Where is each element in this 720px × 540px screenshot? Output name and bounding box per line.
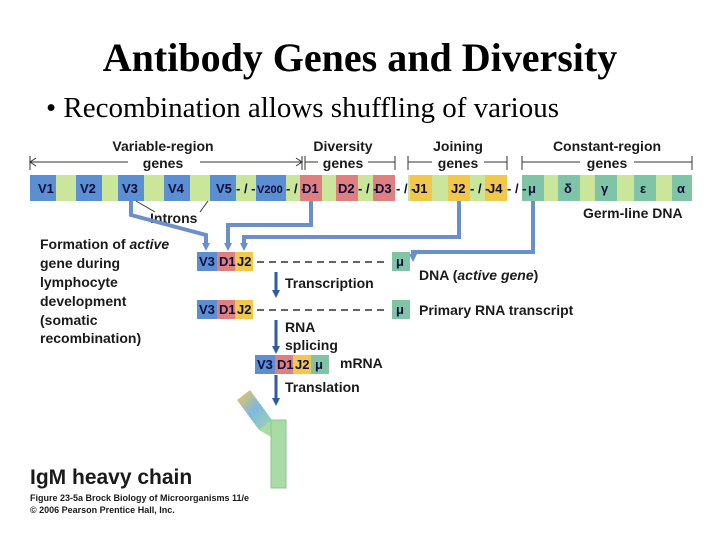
segment-alpha [672,175,692,201]
variable-region-label: Variable-region [112,138,213,154]
segment-v1-label: V1 [38,181,54,196]
segment-v4 [164,175,190,201]
variable-region-genes-label: genes [143,155,184,171]
primary-rna-label: Primary RNA transcript [419,302,574,318]
rna-v3-label: V3 [199,302,215,317]
segment-v200 [256,175,286,201]
segment-j1-label: J1 [413,181,427,196]
segment-v2 [76,175,102,201]
segment-d3 [373,175,395,201]
segment-gamma [595,175,617,201]
segment-j1 [410,175,432,201]
rna-mu-label: μ [396,302,404,317]
germline-dna-label: Germ-line DNA [583,205,683,221]
germline-dna-strand: V1 V2 V3 V4 V5 - / - V200 - / - D1 D2 - … [30,175,692,201]
segment-j4 [485,175,507,201]
introns-callout: Introns [135,200,209,226]
rna-j2-label: J2 [237,302,251,317]
region-header-constant: Constant-region genes [521,138,693,171]
segment-d2-label: D2 [338,181,355,196]
translation-label: Translation [285,379,360,395]
segment-j2-label: J2 [451,181,465,196]
segment-d1 [300,175,322,201]
figure-caption-line-2: © 2006 Pearson Prentice Hall, Inc. [30,505,175,515]
recombination-arrows [129,201,535,262]
translation-step: Translation [272,375,360,406]
splicing-step: RNA splicing [272,319,338,354]
arrow-v3 [129,201,210,251]
separator-jc: - / - [507,181,527,196]
mrna-d1-label: D1 [277,357,294,372]
primary-rna-transcript: V3 D1 J2 μ Primary RNA transcript [197,300,574,319]
arrow-d1 [224,201,313,251]
separator-d: - / - [358,181,378,196]
mrna-label: mRNA [340,355,383,371]
segment-gamma-label: γ [601,181,609,196]
slide-title: Antibody Genes and Diversity [102,35,618,80]
joining-genes-label: genes [438,155,479,171]
segment-v4-label: V4 [168,181,185,196]
bullet-point: • Recombination allows shuffling of vari… [46,92,560,124]
mrna-j2-label: J2 [295,357,309,372]
active-v3-label: V3 [199,254,215,269]
formation-text: Formation of active gene during lymphocy… [40,236,169,346]
segment-j2 [448,175,470,201]
constant-region-label: Constant-region [553,138,661,154]
splicing-label: splicing [285,337,338,353]
igm-heavy-chain-shape [237,390,287,489]
diversity-genes-label: genes [323,155,364,171]
arrow-mu [409,201,535,262]
separator-j: - / - [470,181,490,196]
formation-line-3: lymphocyte [40,274,118,290]
active-gene-dna: V3 D1 J2 μ DNA (active gene) [197,252,538,283]
dna-active-gene-label: DNA (active gene) [419,267,538,283]
segment-epsilon [634,175,656,201]
formation-line-2: gene during [40,255,120,271]
active-mu-label: μ [396,254,404,269]
segment-epsilon-label: ε [640,181,646,196]
segment-d3-label: D3 [375,181,392,196]
separator-vd: - / - [286,181,306,196]
constant-region-genes-label: genes [587,155,628,171]
segment-j4-label: J4 [488,181,503,196]
figure-caption-line-1: Figure 23-5a Brock Biology of Microorgan… [30,493,249,503]
segment-v2-label: V2 [80,181,96,196]
active-d1-label: D1 [219,254,236,269]
transcription-label: Transcription [285,275,374,291]
separator-dj: - / - [396,181,416,196]
rna-d1-label: D1 [219,302,236,317]
region-header-variable: Variable-region genes [29,138,303,171]
active-j2-label: J2 [237,254,251,269]
segment-delta-label: δ [564,181,572,196]
region-header-joining: Joining genes [407,138,508,171]
segment-v200-label: V200 [257,184,283,196]
region-header-diversity: Diversity genes [304,138,396,171]
segment-v3 [118,175,144,201]
segment-v3-label: V3 [122,181,138,196]
formation-line-6: recombination) [40,330,141,346]
separator-v: - / - [236,181,256,196]
transcription-step: Transcription [272,272,374,298]
segment-mu-label: μ [528,181,536,196]
mrna-v3-label: V3 [257,357,273,372]
diversity-label: Diversity [313,138,372,154]
mrna-strand: V3 D1 J2 μ mRNA [255,355,383,374]
formation-line-5: (somatic [40,312,98,328]
segment-d1-label: D1 [302,181,319,196]
igm-heavy-chain-label: IgM heavy chain [30,466,192,489]
segment-mu [522,175,544,201]
formation-line-1: Formation of active [40,236,169,252]
segment-v5-label: V5 [216,181,232,196]
segment-d2 [336,175,358,201]
segment-delta [558,175,580,201]
rna-label: RNA [285,319,315,335]
formation-line-4: development [40,293,127,309]
joining-label: Joining [433,138,483,154]
mrna-mu-label: μ [315,357,323,372]
segment-v5 [210,175,236,201]
segment-v1 [30,175,56,201]
segment-alpha-label: α [677,181,685,196]
arrow-j2 [240,201,461,251]
